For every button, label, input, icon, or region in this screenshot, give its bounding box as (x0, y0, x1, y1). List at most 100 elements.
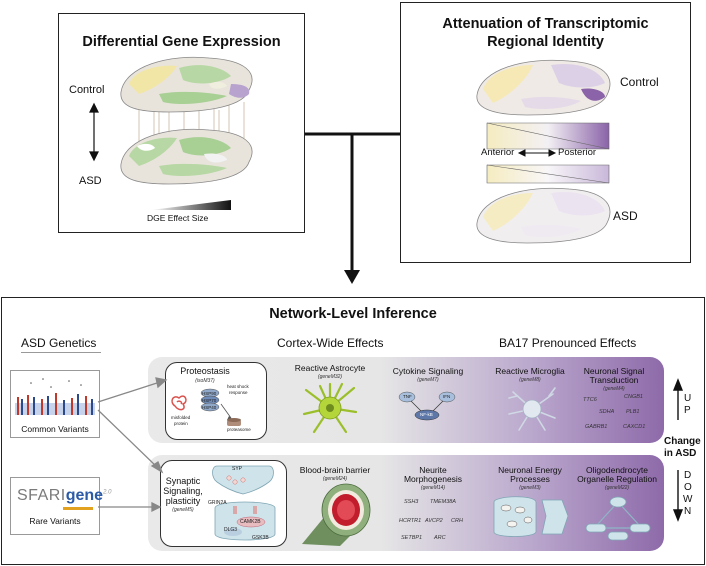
attenuation-control-brain (476, 59, 611, 116)
gene-avcp2: AVCP2 (425, 518, 443, 524)
gene-caxcd1: CAXCD1 (623, 424, 646, 430)
up-letter-p: P (684, 405, 691, 416)
microglia-icon (508, 387, 556, 431)
gene-tmem38a: TMEM38A (430, 499, 456, 505)
dlg3-label: DLG3 (224, 527, 238, 533)
synaptic-title-1: Synaptic (165, 476, 201, 486)
grin2a-label: GRIN2A (208, 500, 227, 506)
neurite-title-2: Morphogenesis (403, 474, 463, 484)
attenuation-title-line1: Attenuation of Transcriptomic (442, 16, 649, 32)
proteasome-label: proteasome (227, 427, 251, 432)
response-label: response (229, 390, 248, 395)
attenuation-title-line2: Regional Identity (487, 34, 604, 50)
up-letter-u: U (684, 393, 692, 404)
cortex-wide-heading: Cortex-Wide Effects (277, 336, 384, 350)
proteostasis-illustration (171, 388, 241, 426)
attenuation-illustration (476, 59, 611, 244)
dge-effect-size-wedge (151, 200, 231, 210)
sfari-logo: SFARIgene2.0 (17, 487, 111, 505)
anterior-posterior-arrow (517, 149, 557, 157)
asd-genetics-heading: ASD Genetics (21, 336, 97, 350)
ifn-label: IFN (443, 394, 451, 399)
reactive-astrocyte-sub: (geneM32) (317, 374, 343, 380)
dge-double-arrow (89, 102, 99, 162)
oligo-sub: (geneM22) (604, 485, 630, 491)
sfari-logo-text-b: gene (65, 487, 104, 504)
mitochondria-illustration (493, 496, 569, 537)
gene-arc: ARC (434, 535, 446, 541)
oligodendrocyte-illustration (585, 496, 651, 541)
nfkb-label: NF-kB (420, 412, 433, 417)
syp-label: SYP (232, 466, 243, 472)
astrocyte-icon (302, 382, 358, 434)
camk2b-label: CAMK2B (240, 519, 261, 525)
proteostasis-sub: (isoM37) (195, 378, 215, 384)
manhattan-plot (15, 378, 95, 415)
neurite-title-1: Neurite (419, 465, 447, 475)
posterior-label: Posterior (558, 147, 597, 158)
cytokine-illustration (398, 391, 456, 421)
energy-sub: (geneM3) (519, 485, 541, 491)
proteostasis-title: Proteostasis (180, 366, 230, 376)
energy-title-1: Neuronal Energy (498, 465, 562, 475)
gene-crh: CRH (451, 518, 463, 524)
network-title: Network-Level Inference (269, 306, 437, 322)
sfari-underline (63, 507, 93, 510)
neuronal-signal-sub: (geneM4) (603, 386, 625, 392)
bbb-title: Blood-brain barrier (299, 465, 371, 475)
attenuation-asd-brain (476, 187, 611, 244)
gene-gabrb1: GABRB1 (585, 424, 608, 430)
sfari-box: SFARIgene2.0 Rare Variants (10, 477, 111, 535)
dge-effect-size-label: DGE Effect Size (147, 213, 209, 223)
attenuation-panel: Attenuation of Transcriptomic Regional I… (400, 2, 691, 263)
gsk3b-label: GSK3B (252, 535, 269, 541)
sfari-version: 2.0 (103, 489, 112, 496)
tnf-label: TNF (403, 394, 412, 399)
oligo-title-1: Oligodendrocyte (586, 465, 648, 475)
gene-cngb1: CNGB1 (624, 394, 643, 400)
heat-shock-label: heat shock (227, 384, 249, 389)
manhattan-plot-box: Common Variants (10, 370, 100, 438)
cytokine-signaling-title: Cytokine Signaling (392, 366, 464, 376)
in-asd-label: in ASD (664, 448, 697, 459)
gene-sdha: SDHA (599, 409, 615, 415)
synaptic-title-2: Signaling, (163, 486, 203, 496)
dge-panel: Differential Gene Expression (58, 13, 305, 233)
dge-title: Differential Gene Expression (82, 34, 281, 50)
dge-control-brain (120, 56, 253, 113)
connector-arrow (305, 132, 400, 284)
reactive-microglia-sub: (geneM8) (519, 377, 541, 383)
dge-asd-label: ASD (79, 175, 102, 187)
gene-ttc6: TTC6 (583, 397, 597, 403)
protein-label: protein (174, 421, 188, 426)
blood-vessel-icon (302, 483, 371, 546)
proteasome-icon (227, 418, 241, 426)
up-arrow (672, 378, 684, 420)
common-variants-label: Common Variants (21, 424, 89, 434)
attenuation-asd-label: ASD (613, 209, 638, 223)
gene-setbp1: SETBP1 (401, 535, 423, 541)
hsp70-label: HSP70 (202, 398, 217, 403)
ba17-heading: BA17 Prenounced Effects (499, 336, 637, 350)
synapse-illustration (212, 465, 276, 541)
attenuation-control-label: Control (620, 75, 659, 89)
bbb-sub: (geneM24) (322, 476, 348, 482)
asd-genetics-underline (21, 352, 101, 353)
neurite-sub: (geneM14) (420, 485, 446, 491)
down-letter-o: O (684, 482, 692, 493)
down-arrow (672, 470, 684, 522)
rare-variants-label: Rare Variants (29, 516, 81, 526)
sfari-logo-text-a: SFARI (17, 487, 66, 504)
reactive-microglia-title: Reactive Microglia (495, 366, 565, 376)
dge-brains-illustration (89, 56, 253, 210)
neuronal-signal-title-2: Transduction (589, 375, 639, 385)
gene-hcrtr1: HCRTR1 (399, 518, 422, 524)
oligo-title-2: Organelle Regulation (577, 474, 657, 484)
dge-asd-brain (120, 128, 253, 185)
synaptic-title-3: plasticity (165, 496, 201, 506)
hsp-chaperones (200, 388, 220, 412)
change-label: Change (664, 436, 701, 447)
misfolded-label: misfolded (171, 415, 191, 420)
hsp90-label: HSP90 (202, 391, 217, 396)
